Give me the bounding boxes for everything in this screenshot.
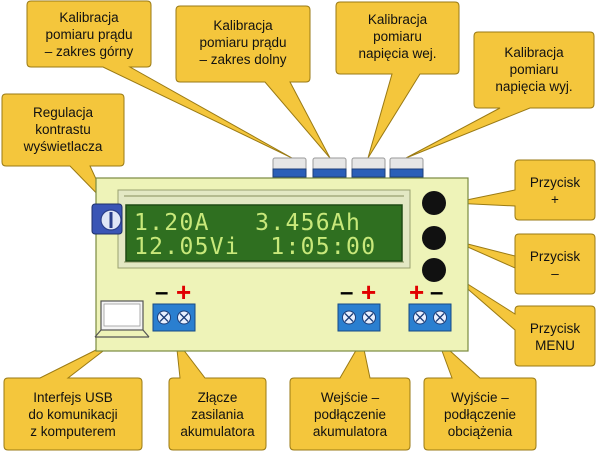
plus-button[interactable]	[422, 191, 446, 215]
lcd-module: 1.20A 3.456Ah 12.05Vi 1:05:00	[117, 189, 411, 269]
cal-current-low-pot[interactable]	[312, 157, 347, 178]
callout-input: Wejście – podłączenie akumulatora	[312, 390, 388, 439]
callout-button-menu: Przycisk MENU	[529, 321, 581, 353]
callout-cal-voltage-in: Kalibracja pomiaru napięcia wej.	[358, 12, 437, 61]
callout-usb: Interfejs USB do komunikacji z komputere…	[28, 390, 118, 439]
callout-contrast: Regulacja kontrastu wyświetlacza	[23, 105, 103, 154]
usb-connector	[94, 300, 150, 338]
input-plus-sign: +	[361, 277, 376, 307]
callout-cal-voltage-in-bubble	[335, 1, 460, 159]
callout-button-minus: Przycisk –	[529, 249, 581, 281]
output-terminal[interactable]	[408, 303, 452, 332]
polarity-markers: – + – + + –	[155, 277, 443, 307]
callout-button-minus-bubble	[451, 233, 596, 295]
callout-cal-voltage-out-bubble	[405, 31, 595, 159]
callout-button-menu-bubble	[446, 270, 596, 367]
cal-voltage-out-pot[interactable]	[389, 157, 424, 178]
lcd-line-1: 1.20A 3.456Ah	[134, 210, 361, 236]
cal-current-high-pot[interactable]	[272, 157, 307, 178]
battery-minus-sign: –	[155, 279, 168, 306]
input-minus-sign: –	[340, 279, 353, 306]
output-plus-sign: +	[409, 277, 424, 307]
calibration-potentiometers	[272, 157, 424, 178]
minus-button[interactable]	[422, 226, 446, 250]
callout-battery-power: Złącze zasilania akumulatora	[180, 390, 255, 439]
callout-input-bubble	[289, 338, 411, 451]
input-terminal[interactable]	[337, 303, 381, 332]
callout-shapes	[1, 0, 596, 451]
callout-cal-voltage-out: Kalibracja pomiaru napięcia wyj.	[495, 45, 573, 94]
callout-battery-power-bubble	[168, 338, 267, 451]
buttons	[422, 191, 446, 282]
callout-cal-current-high: Kalibracja pomiaru prądu – zakres górny	[44, 10, 134, 59]
callout-button-plus: Przycisk +	[529, 175, 581, 207]
callout-cal-current-high-bubble	[26, 0, 293, 159]
menu-button[interactable]	[422, 258, 446, 282]
callout-usb-bubble	[3, 337, 143, 451]
battery-power-terminal[interactable]	[152, 303, 196, 332]
cal-voltage-in-pot[interactable]	[351, 157, 386, 178]
callout-button-plus-bubble	[451, 159, 596, 221]
lcd-screen	[125, 204, 403, 262]
contrast-potentiometer[interactable]	[91, 203, 123, 235]
battery-plus-sign: +	[176, 277, 191, 307]
output-minus-sign: –	[430, 279, 443, 306]
lcd-line-2: 12.05Vi 1:05:00	[134, 234, 376, 260]
callout-cal-current-low: Kalibracja pomiaru prądu – zakres dolny	[199, 18, 287, 67]
callout-cal-current-low-bubble	[175, 5, 331, 159]
callout-output: Wyjście – podłączenie obciążenia	[443, 390, 517, 439]
callout-output-bubble	[423, 339, 537, 451]
